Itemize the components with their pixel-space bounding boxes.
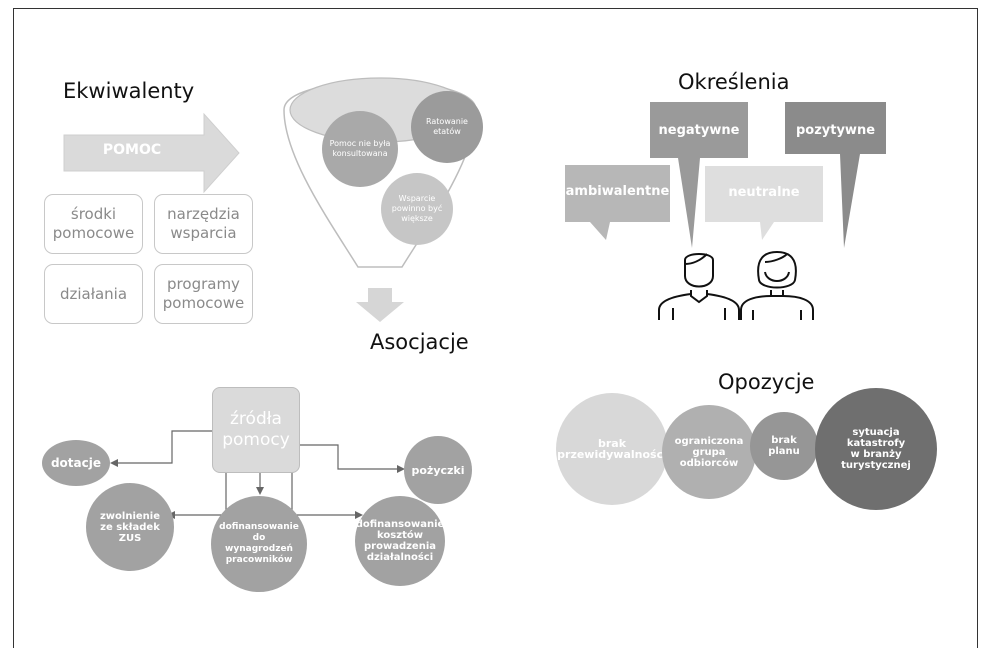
node-label: dotacje bbox=[50, 455, 102, 470]
asocjacja-circle: Ratowanie etatów bbox=[411, 91, 483, 163]
opozycja-text: brak planu bbox=[768, 435, 800, 457]
box-label: środki pomocowe bbox=[52, 205, 135, 242]
asocjacja-text: Wsparcie powinno być większe bbox=[391, 194, 443, 223]
bubble-ambiwalentne: ambiwalentne bbox=[565, 184, 670, 199]
people-icon bbox=[658, 250, 814, 320]
asocjacja-text: Pomoc nie była konsultowana bbox=[329, 139, 391, 158]
node-pozyczki: pożyczki bbox=[404, 436, 472, 504]
bubble-neutralne: neutralne bbox=[728, 185, 800, 200]
node-dofinansowanie-wynagrodzen: dofinansowanie do wynagrodzeń pracownikó… bbox=[211, 496, 307, 592]
opozycja-circle: brak planu bbox=[750, 412, 818, 480]
pomoc-arrow bbox=[63, 112, 240, 194]
bubble-pozytywne: pozytywne bbox=[795, 123, 876, 138]
ekwiwalenty-title: Ekwiwalenty bbox=[63, 79, 195, 103]
opozycja-circle: sytuacja katastrofy w branży turystyczne… bbox=[815, 388, 937, 510]
box-narzedzia-wsparcia: narzędzia wsparcia bbox=[154, 194, 253, 254]
node-label: dofinansowanie kosztów prowadzenia dział… bbox=[355, 519, 445, 563]
opozycja-circle: brak przewidywalności bbox=[556, 393, 668, 505]
asocjacja-circle: Wsparcie powinno być większe bbox=[381, 173, 453, 245]
node-dofinansowanie-kosztow: dofinansowanie kosztów prowadzenia dział… bbox=[355, 496, 445, 586]
zrodla-pomocy-label: źródła pomocy bbox=[222, 409, 290, 450]
box-programy-pomocowe: programy pomocowe bbox=[154, 264, 253, 324]
opozycje-title: Opozycje bbox=[718, 370, 815, 394]
box-dzialania: działania bbox=[44, 264, 143, 324]
okreslenia-title: Określenia bbox=[678, 70, 790, 94]
zrodla-pomocy-box: źródła pomocy bbox=[212, 387, 300, 473]
box-label: narzędzia wsparcia bbox=[167, 205, 240, 242]
speech-bubbles bbox=[565, 102, 886, 248]
box-label: działania bbox=[59, 284, 128, 303]
page-frame bbox=[13, 8, 978, 648]
node-label: dofinansowanie do wynagrodzeń pracownikó… bbox=[219, 522, 299, 565]
asocjacja-text: Ratowanie etatów bbox=[426, 117, 468, 136]
node-label: zwolnienie ze składek ZUS bbox=[99, 510, 160, 544]
bubble-negatywne: negatywne bbox=[658, 123, 740, 138]
asocjacje-title: Asocjacje bbox=[370, 330, 469, 354]
node-dotacje: dotacje bbox=[42, 440, 110, 486]
box-srodki-pomocowe: środki pomocowe bbox=[44, 194, 143, 254]
asocjacja-circle: Pomoc nie była konsultowana bbox=[322, 111, 398, 187]
box-label: programy pomocowe bbox=[162, 275, 245, 312]
opozycja-text: brak przewidywalności bbox=[557, 437, 667, 461]
opozycja-text: ograniczona grupa odbiorców bbox=[674, 435, 744, 469]
pomoc-label: POMOC bbox=[102, 142, 162, 158]
opozycja-text: sytuacja katastrofy w branży turystyczne… bbox=[841, 427, 911, 471]
node-label: pożyczki bbox=[411, 463, 465, 477]
node-zwolnienie-zus: zwolnienie ze składek ZUS bbox=[86, 483, 174, 571]
opozycja-circle: ograniczona grupa odbiorców bbox=[662, 405, 756, 499]
